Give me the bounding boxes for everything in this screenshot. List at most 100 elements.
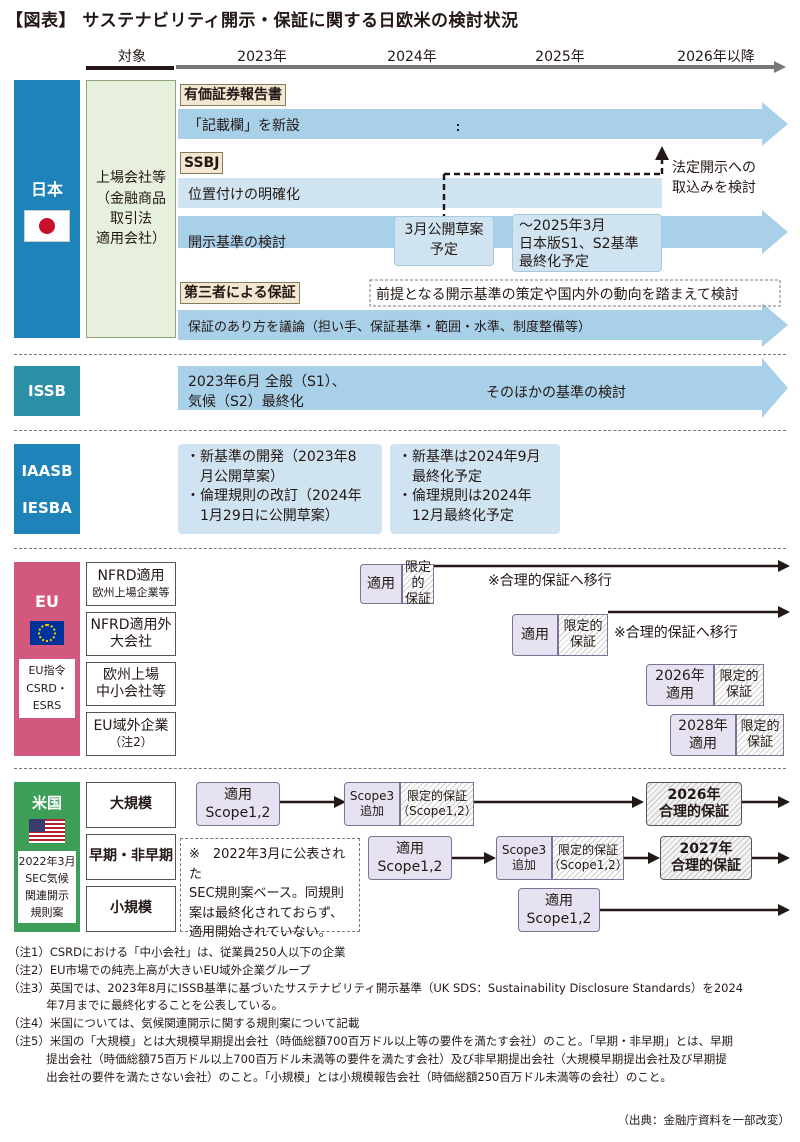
- eu-row2-reasonable: ※合理的保証へ移行: [614, 625, 738, 641]
- tag-yuho: 有価証券報告書: [180, 84, 286, 106]
- year-2024: 2024年: [387, 49, 437, 65]
- eu-row3-apply-line1: 2026年: [655, 667, 705, 684]
- us-early-apply-line1: 適用: [396, 840, 424, 857]
- us-arrow-large2-head: [632, 796, 644, 808]
- region-japan: 日本: [14, 80, 80, 338]
- japan-flag-icon: [24, 210, 70, 242]
- eu-entity-sme-line1: 欧州上場: [103, 666, 159, 683]
- us-early-scope3-line2: 追加: [511, 858, 536, 872]
- eu-entity-nfrd-line1: NFRD適用: [97, 568, 165, 585]
- region-iaasb-iesba: IAASB IESBA: [14, 444, 80, 534]
- japan-box-final: ～2025年3月 日本版S1、S2基準 最終化予定: [512, 214, 662, 272]
- eu-entity-nfrd: NFRD適用 欧州上場企業等: [86, 562, 176, 606]
- source: （出典：金融庁資料を一部改変）: [617, 1113, 791, 1127]
- footnote-3a: （注3）英国では、2023年8月にISSB基準に基づいたサステナビリティ開示基準…: [8, 980, 744, 995]
- japan-box-draft: 3月公開草案 予定: [394, 216, 494, 266]
- footnotes: （注1）CSRDにおける「中小会社」は、従業員250人以下の企業 （注2）EU市…: [8, 944, 794, 1087]
- us-large-reasonable-line2: 合理的保証: [659, 804, 729, 820]
- japan-legal-note: 法定開示への 取込みを検討: [672, 158, 756, 199]
- japan-premise: 前提となる開示基準の策定や国内外の動向を踏まえて検討: [376, 287, 739, 303]
- iaasb-box1-line3: ・倫理規則の改訂（2024年: [186, 488, 362, 505]
- us-early-reasonable-line1: 2027年: [679, 841, 733, 858]
- issb-bar-text: そのほかの基準の検討: [486, 385, 626, 401]
- eu-row3-apply: 2026年 適用: [646, 664, 714, 706]
- eu-row4-apply: 2028年 適用: [670, 714, 736, 756]
- footnote-5a: （注5）米国の「大規模」とは大規模早期提出会社（時価総額700百万ドル以上等の要…: [8, 1034, 734, 1049]
- us-large-apply-line1: 適用: [224, 786, 252, 803]
- issb-arrow: [178, 358, 788, 418]
- us-large-apply: 適用 Scope1,2: [196, 782, 280, 826]
- eu-row2-limited: 限定的 保証: [558, 614, 608, 656]
- year-2025: 2025年: [535, 49, 585, 65]
- eu-row4-apply-line1: 2028年: [678, 717, 728, 734]
- us-note-line2: SEC規則案ベース。同規則: [189, 886, 344, 901]
- year-2026-later: 2026年以降: [677, 49, 755, 65]
- us-early-reasonable-line2: 合理的保証: [671, 858, 741, 874]
- region-iaasb-label: IAASB: [21, 461, 73, 480]
- footnote-5c: 出会社の要件を満たさない会社）のこと。「小規模」とは小規模報告会社（時価総額25…: [8, 1069, 672, 1084]
- eu-row1-limited-line1: 限定的: [404, 559, 431, 591]
- eu-arrow2-head: [778, 606, 790, 618]
- footnote-3b: 年7月までに最終化することを公表している。: [8, 998, 284, 1013]
- japan-target: 上場会社等 （金融商品 取引法 適用会社）: [86, 80, 176, 338]
- us-sec-line4: 規則案: [30, 906, 64, 920]
- us-early-apply: 適用 Scope1,2: [368, 836, 452, 880]
- issb-box-line1: 2023年6月 全般（S1）、: [188, 374, 346, 390]
- us-early-limited-line2: （Scope1,2）: [548, 858, 628, 872]
- eu-row3-limited: 限定的 保証: [714, 664, 764, 706]
- japan-box-draft-line1: 3月公開草案: [404, 222, 484, 238]
- footnote-2: （注2）EU市場での純売上高が大きいEU域外企業グループ: [8, 962, 311, 977]
- japan-legal-note-line1: 法定開示への: [672, 160, 756, 176]
- us-sec: 2022年3月 SEC気候 関連開示 規則案: [18, 851, 76, 924]
- japan-bar4-text: 保証のあり方を議論（担い手、保証基準・範囲・水準、制度整備等）: [188, 320, 592, 335]
- us-flag-icon: [29, 819, 65, 843]
- us-early-limited-line1: 限定的保証: [557, 843, 618, 857]
- eu-entity-non-eu: EU域外企業 （注2）: [86, 712, 176, 756]
- japan-target-line4: 適用会社）: [96, 231, 166, 248]
- us-note-line4: 適用開始されていない。: [189, 925, 332, 940]
- footnote-1: （注1）CSRDにおける「中小会社」は、従業員250人以下の企業: [8, 945, 346, 959]
- japan-legal-arrowhead: [655, 146, 669, 160]
- iaasb-box1-line4: 1月29日に公開草案）: [186, 507, 339, 524]
- us-small-apply-line2: Scope1,2: [526, 911, 592, 927]
- separator-1: [14, 354, 786, 355]
- japan-premise-box: [369, 279, 781, 307]
- us-sec-line3: 関連開示: [25, 889, 69, 903]
- us-entity-early: 早期・非早期: [86, 834, 176, 880]
- us-early-apply-line2: Scope1,2: [377, 859, 443, 875]
- page-title: 【図表】 サステナビリティ開示・保証に関する日欧米の検討状況: [6, 11, 519, 31]
- eu-entity-non-eu-line1: EU域外企業: [93, 717, 169, 734]
- japan-bar1-text: 「記載欄」を新設: [188, 118, 300, 134]
- japan-target-line1: 上場会社等: [96, 170, 166, 187]
- us-small-apply-line1: 適用: [545, 892, 573, 909]
- japan-target-line3: 取引法: [110, 211, 152, 227]
- us-entity-small: 小規模: [86, 886, 176, 932]
- region-issb: ISSB: [14, 366, 80, 416]
- us-large-reasonable: 2026年 合理的保証: [646, 782, 742, 826]
- eu-entity-sme: 欧州上場 中小会社等: [86, 662, 176, 706]
- japan-bar3-text: 開示基準の検討: [188, 235, 286, 251]
- region-iesba-label: IESBA: [22, 498, 72, 517]
- japan-box-final-line3: 最終化予定: [519, 254, 589, 271]
- us-early-scope3-line1: Scope3: [501, 843, 547, 857]
- eu-row1-limited: 限定的 保証: [402, 560, 434, 607]
- us-arrow-small-head: [778, 904, 790, 916]
- us-small-apply: 適用 Scope1,2: [518, 888, 600, 932]
- us-large-scope3: Scope3 追加: [344, 782, 400, 826]
- japan-box-final-line2: 日本版S1、S2基準: [519, 236, 639, 253]
- header-taisho: 対象: [118, 49, 146, 65]
- japan-bar2: [178, 178, 662, 208]
- us-arrow-large1-head: [334, 796, 346, 808]
- issb-box-line2: 気候（S2）最終化: [188, 394, 304, 411]
- eu-row4-limited-line1: 限定的: [740, 718, 780, 734]
- us-large-limited: 限定的保証 （Scope1,2）: [397, 782, 477, 826]
- us-early-scope3: Scope3 追加: [496, 836, 552, 880]
- eu-row3-limited-line2: 保証: [725, 685, 752, 700]
- japan-bar2-text: 位置付けの明確化: [188, 187, 300, 203]
- us-large-reasonable-line1: 2026年: [667, 787, 721, 804]
- eu-row1-limited-line2: 保証: [404, 592, 431, 608]
- us-entity-large: 大規模: [86, 782, 176, 828]
- eu-arrow1-head: [778, 560, 790, 572]
- japan-bar4-arrow: [178, 303, 788, 347]
- taisho-underline: [86, 66, 174, 70]
